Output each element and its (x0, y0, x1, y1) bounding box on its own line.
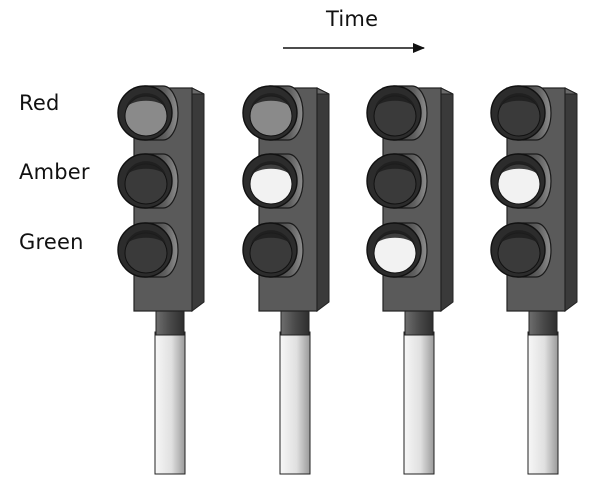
lamp-red (490, 85, 552, 141)
lamp-amber (366, 153, 428, 209)
traffic-light-2 (242, 85, 330, 475)
lamp-red (242, 85, 304, 141)
lamp-amber (490, 153, 552, 209)
housing-side (440, 87, 454, 312)
pole (279, 331, 311, 475)
pole-collar (280, 308, 310, 336)
lamp-shade (251, 161, 291, 175)
lamp-shade (126, 93, 166, 107)
lamp-shade (499, 161, 539, 175)
lamp-green (117, 222, 179, 278)
traffic-light-1 (117, 85, 205, 475)
housing-side (191, 87, 205, 312)
lamp-shade (375, 230, 415, 244)
pole-collar (528, 308, 558, 336)
lamp-shade (126, 230, 166, 244)
lamp-green (490, 222, 552, 278)
lamp-shade (375, 161, 415, 175)
housing-side (316, 87, 330, 312)
lamp-amber (242, 153, 304, 209)
housing-side (564, 87, 578, 312)
pole (154, 331, 186, 475)
traffic-light-4 (490, 85, 578, 475)
pole (403, 331, 435, 475)
row-label-amber: Amber (19, 160, 90, 184)
lamp-shade (499, 230, 539, 244)
row-label-green: Green (19, 230, 84, 254)
traffic-light-3 (366, 85, 454, 475)
lamp-shade (375, 93, 415, 107)
time-label: Time (326, 7, 379, 31)
lamp-shade (499, 93, 539, 107)
lamp-red (366, 85, 428, 141)
row-label-red: Red (19, 91, 60, 115)
lamp-green (242, 222, 304, 278)
lamp-shade (126, 161, 166, 175)
lamp-red (117, 85, 179, 141)
lamp-green (366, 222, 428, 278)
lamp-amber (117, 153, 179, 209)
pole-collar (404, 308, 434, 336)
pole (527, 331, 559, 475)
pole-collar (155, 308, 185, 336)
lamp-shade (251, 230, 291, 244)
lamp-shade (251, 93, 291, 107)
